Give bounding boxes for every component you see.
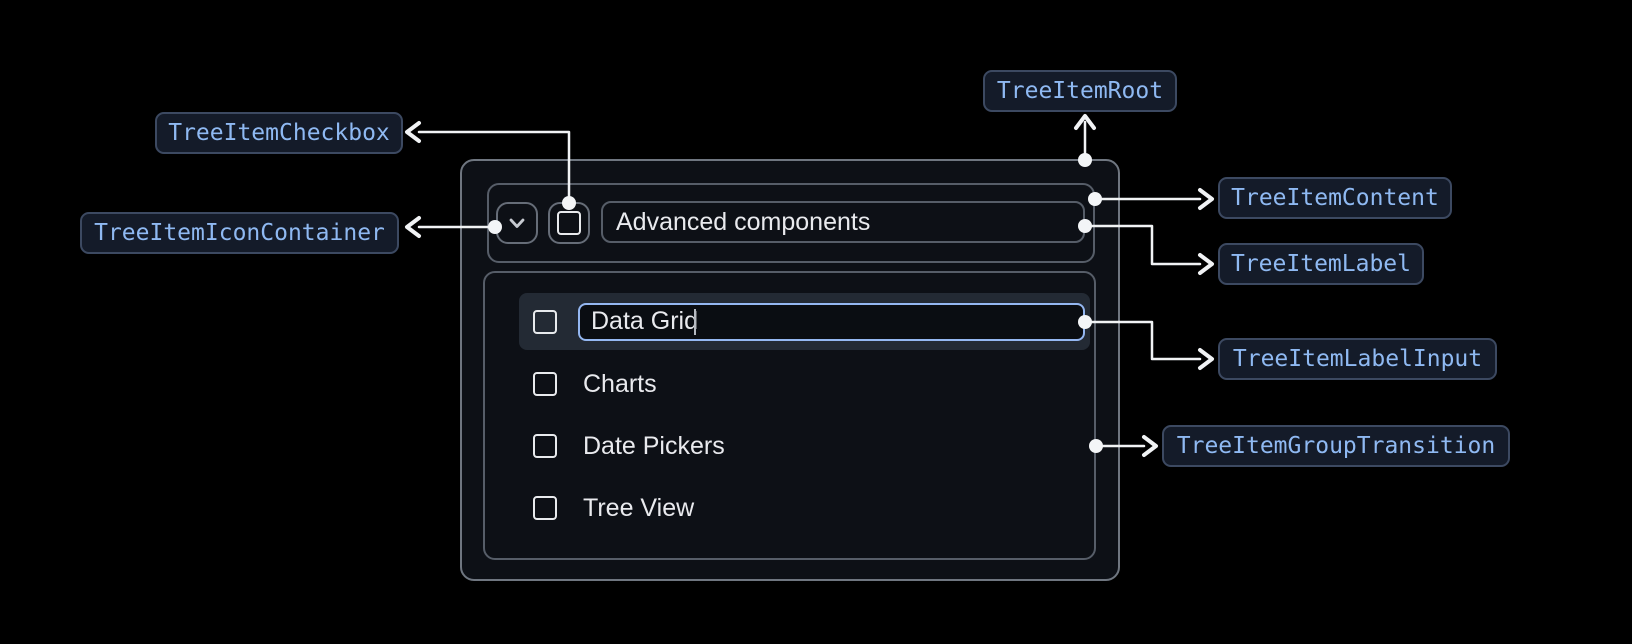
row-label: Charts — [583, 369, 657, 398]
badge-tree-item-icon-container: TreeItemIconContainer — [80, 212, 399, 254]
tree-row-tree-view[interactable]: Tree View — [583, 491, 694, 525]
badge-tree-item-checkbox: TreeItemCheckbox — [155, 112, 403, 154]
badge-tree-item-group-transition: TreeItemGroupTransition — [1162, 425, 1510, 467]
row-label: Tree View — [583, 493, 695, 522]
badge-label: TreeItemGroupTransition — [1176, 433, 1496, 459]
badge-tree-item-label: TreeItemLabel — [1218, 243, 1424, 285]
badge-label: TreeItemIconContainer — [94, 220, 385, 246]
tree-row-date-pickers[interactable]: Date Pickers — [583, 429, 725, 463]
connector-tree-item-root — [1074, 114, 1096, 162]
chevron-down-icon — [509, 218, 525, 228]
row-checkbox-charts[interactable] — [533, 372, 557, 396]
tree-item-label[interactable]: Advanced components — [601, 201, 1085, 243]
badge-label: TreeItemCheckbox — [168, 120, 390, 146]
badge-label: TreeItemRoot — [996, 78, 1164, 104]
row-checkbox-tree-view[interactable] — [533, 496, 557, 520]
tree-item-root — [460, 159, 1120, 581]
badge-label: TreeItemLabelInput — [1232, 346, 1483, 372]
badge-label: TreeItemContent — [1231, 185, 1439, 211]
tree-item-group-transition — [483, 271, 1096, 560]
row-label: Date Pickers — [583, 431, 725, 460]
badge-tree-item-root: TreeItemRoot — [983, 70, 1177, 112]
row-checkbox-date-pickers[interactable] — [533, 434, 557, 458]
row-checkbox-data-grid[interactable] — [533, 310, 557, 334]
tree-item-icon-container[interactable] — [496, 202, 538, 244]
tree-row-charts[interactable]: Charts — [583, 367, 657, 401]
text-caret — [694, 309, 696, 335]
badge-tree-item-content: TreeItemContent — [1218, 177, 1452, 219]
tree-item-checkbox-container[interactable] — [548, 202, 590, 244]
checkbox-unchecked-icon[interactable] — [557, 211, 581, 235]
tree-item-label-text: Advanced components — [616, 207, 871, 236]
tree-item-label-input[interactable] — [578, 303, 1085, 341]
badge-label: TreeItemLabel — [1230, 251, 1411, 277]
badge-tree-item-label-input: TreeItemLabelInput — [1218, 338, 1497, 380]
